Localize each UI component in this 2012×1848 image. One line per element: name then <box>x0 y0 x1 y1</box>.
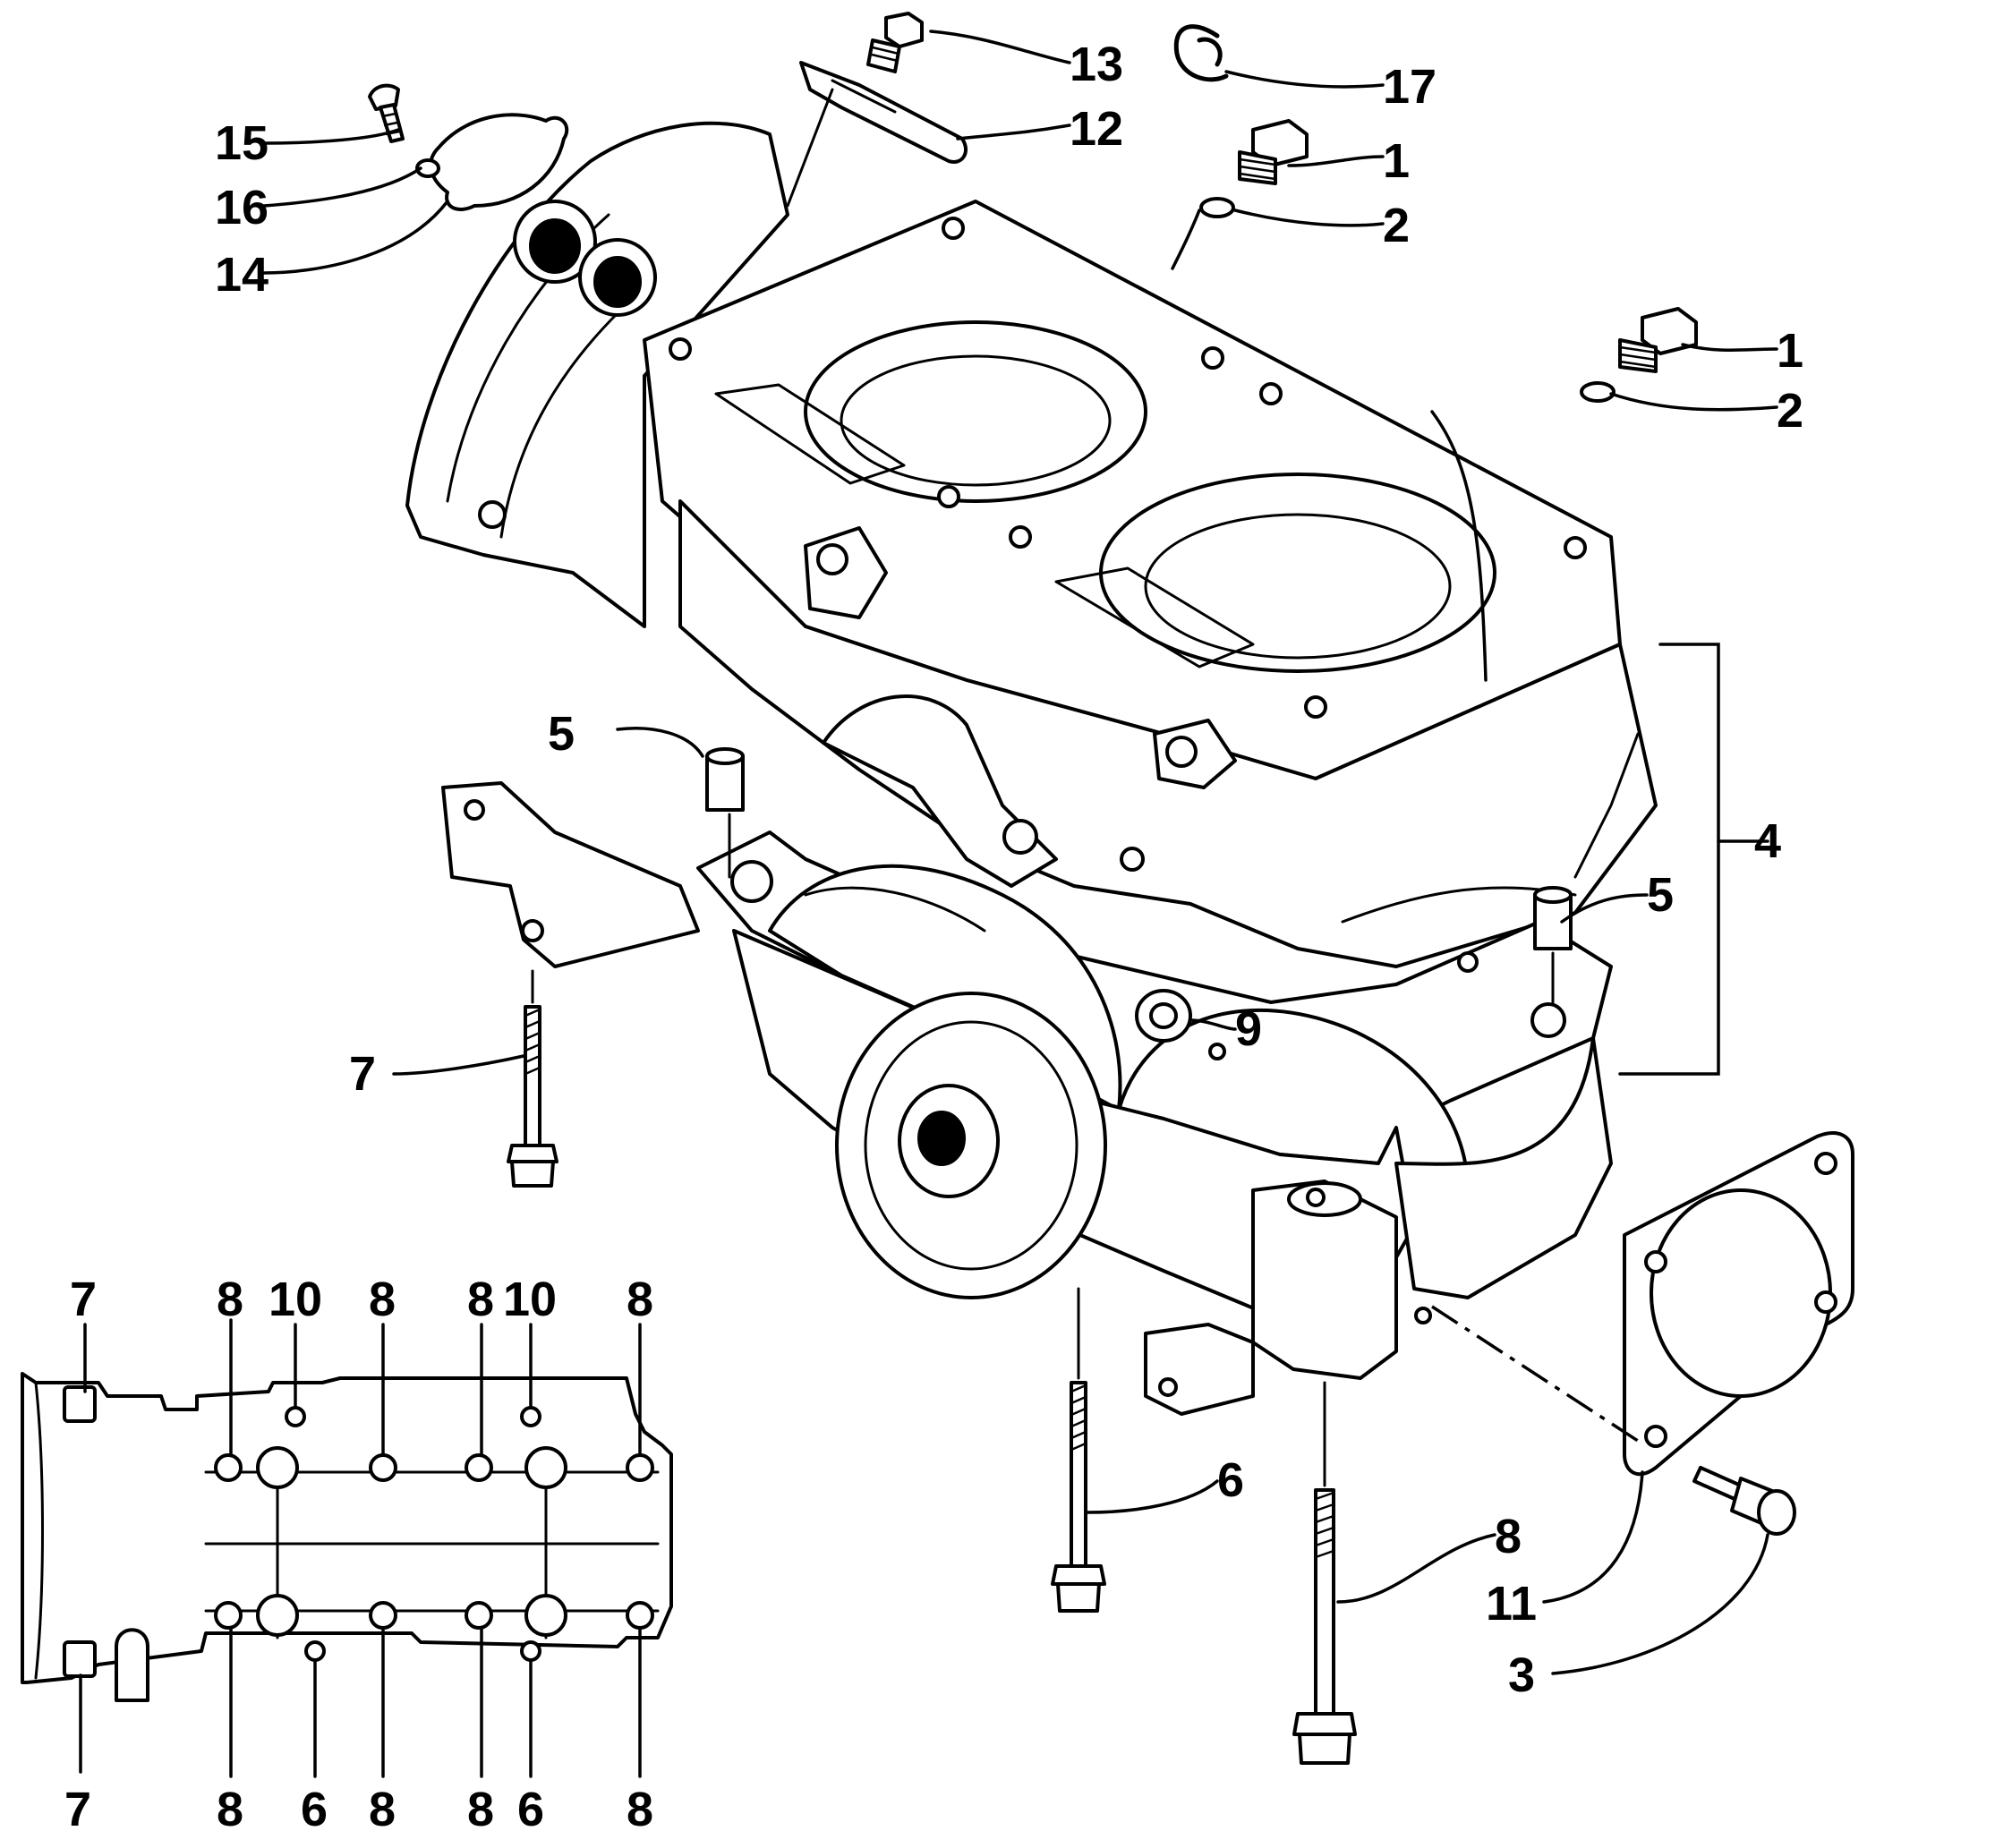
bolt-part-8 <box>1292 1381 1357 1765</box>
callout-labels: 13 17 12 1 2 1 2 15 16 14 5 5 4 9 7 6 8 … <box>64 38 1803 1836</box>
dowel-pin-upper <box>705 747 745 879</box>
washer-part-16 <box>415 158 440 178</box>
plug-part-1-right <box>1618 307 1698 373</box>
callout-1b: 1 <box>1777 324 1803 378</box>
callout-17: 17 <box>1383 60 1437 114</box>
inset-top-label: 10 <box>503 1273 557 1326</box>
callout-4: 4 <box>1754 814 1781 868</box>
callout-12: 12 <box>1070 102 1123 156</box>
callout-5b: 5 <box>1647 868 1674 922</box>
washer-part-2-right <box>1580 381 1616 403</box>
inset-bottom-label: 6 <box>301 1783 328 1836</box>
inset-bottom-label: 7 <box>64 1783 91 1836</box>
leader-lines <box>262 30 1778 1675</box>
inset-top-label: 8 <box>627 1273 653 1326</box>
callout-14: 14 <box>215 248 269 302</box>
flange-plate <box>1431 1131 1854 1477</box>
inset-top-label: 10 <box>269 1273 322 1326</box>
callout-13: 13 <box>1070 38 1123 91</box>
inset-top-label: 8 <box>369 1273 396 1326</box>
callout-2b: 2 <box>1777 384 1803 438</box>
callout-2a: 2 <box>1383 199 1410 252</box>
bushing <box>1135 989 1192 1043</box>
inset-bottom-label: 6 <box>517 1783 544 1836</box>
callout-1a: 1 <box>1383 134 1410 188</box>
washer-part-2-top <box>1199 197 1235 218</box>
upper-crankcase <box>405 121 1658 968</box>
bolt-part-6 <box>1051 1287 1106 1613</box>
callout-3: 3 <box>1508 1648 1535 1702</box>
inset-bottom-label: 8 <box>369 1783 396 1836</box>
inset-top-label: 8 <box>467 1273 494 1326</box>
callout-11: 11 <box>1486 1577 1537 1631</box>
clip-part-17 <box>1173 24 1229 82</box>
inset-top-label: 8 <box>217 1273 243 1326</box>
callout-15: 15 <box>215 116 269 170</box>
callout-9: 9 <box>1235 1002 1262 1056</box>
inset-top-label: 7 <box>70 1273 97 1326</box>
plug-part-1-top <box>1238 119 1309 185</box>
inset-bottom-label: 8 <box>217 1783 243 1836</box>
inset-bottom-label: 8 <box>627 1783 653 1836</box>
cover-part-14 <box>429 113 569 211</box>
callout-5a: 5 <box>548 707 575 761</box>
inset-bottom-label: 8 <box>467 1783 494 1836</box>
bracket-part-12 <box>786 61 968 208</box>
bolt-part-7 <box>507 969 558 1188</box>
inset-bolt-pattern <box>21 1318 673 1778</box>
callout-8: 8 <box>1495 1510 1522 1563</box>
screw-part-15 <box>368 83 405 143</box>
callout-7: 7 <box>349 1047 376 1101</box>
callout-16: 16 <box>215 181 269 234</box>
dowel-pin-right <box>1533 886 1573 1004</box>
callout-6: 6 <box>1217 1453 1244 1507</box>
bolt-part-13 <box>866 12 924 73</box>
bolt-part-3 <box>1692 1466 1796 1536</box>
